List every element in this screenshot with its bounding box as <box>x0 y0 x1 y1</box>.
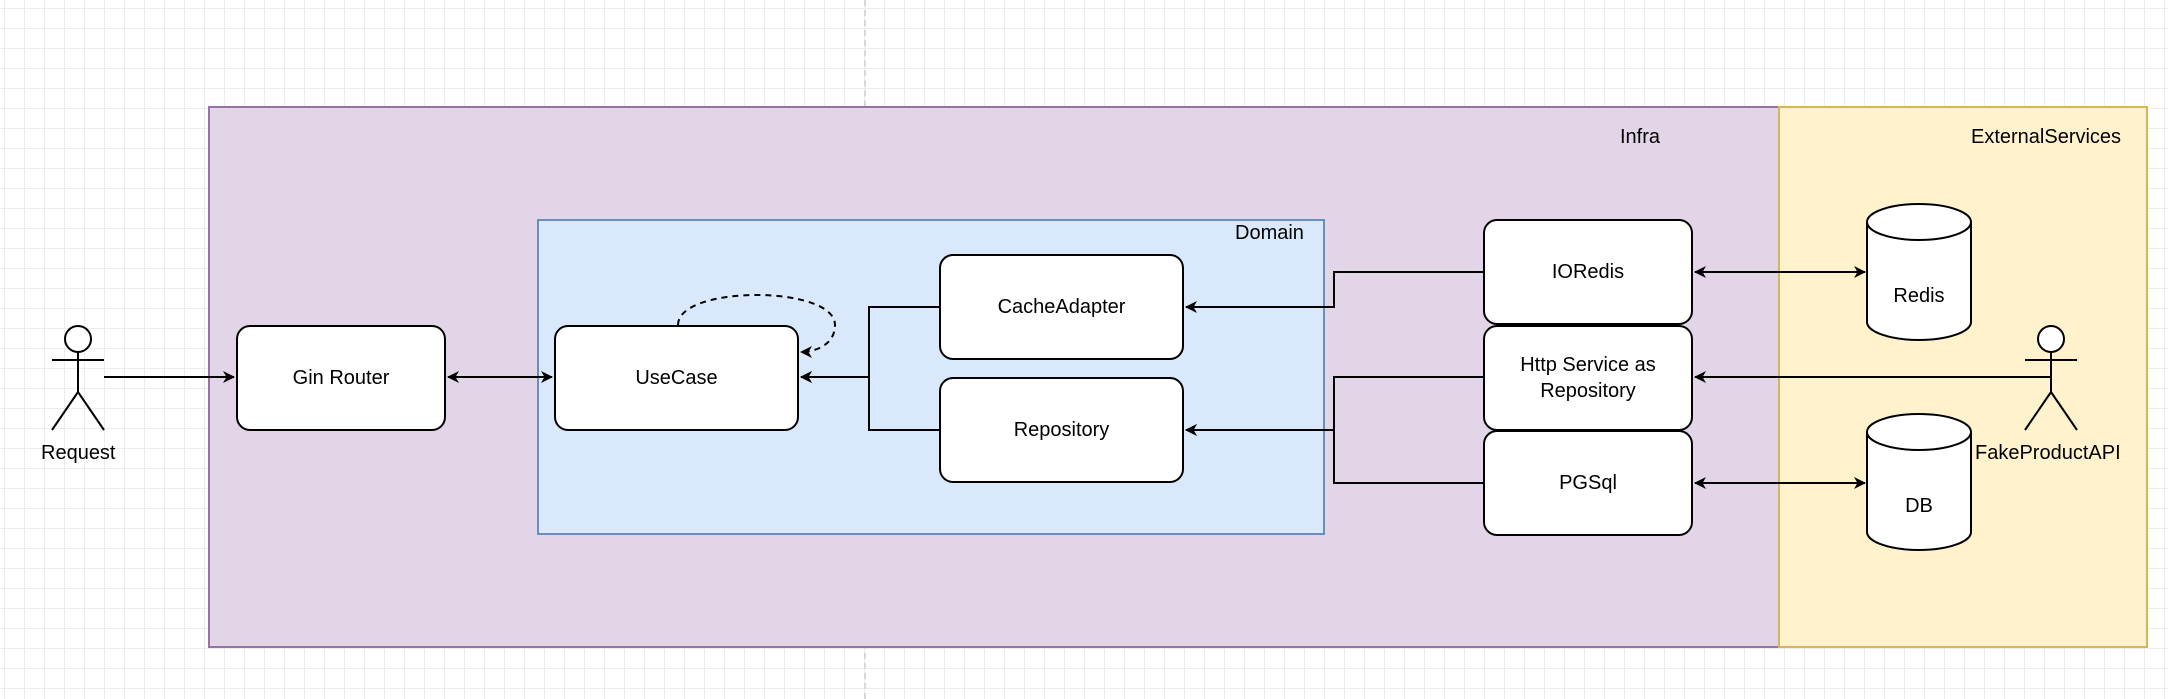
usecase-node[interactable]: UseCase <box>554 325 799 431</box>
gin-router-node[interactable]: Gin Router <box>236 325 446 431</box>
redis-label: Redis <box>1893 285 1945 307</box>
edge-pgsql-to-repository[interactable] <box>1185 424 1483 484</box>
db-label: DB <box>1905 495 1933 517</box>
edge-ioredis-to-cache-adapter[interactable] <box>1185 271 1483 313</box>
http-service-label: Http Service as Repository <box>1520 354 1656 402</box>
cache-adapter-node[interactable]: CacheAdapter <box>939 254 1184 360</box>
edge-http-service-to-repository[interactable] <box>1185 376 1483 436</box>
cache-adapter-label: CacheAdapter <box>997 296 1126 318</box>
fake-product-api-label: FakeProductAPI <box>1975 442 2121 464</box>
infra-label: Infra <box>1620 126 1661 148</box>
pgsql-label: PGSql <box>1559 472 1617 494</box>
redis-cylinder[interactable] <box>1866 203 1972 341</box>
ioredis-label: IORedis <box>1551 261 1625 283</box>
repository-node[interactable]: Repository <box>939 377 1184 483</box>
usecase-label: UseCase <box>635 367 718 389</box>
request-actor[interactable] <box>51 325 105 431</box>
edge-cache-adapter-to-usecase[interactable] <box>800 306 939 383</box>
edge-usecase-self-loop[interactable] <box>677 294 837 358</box>
ioredis-node[interactable]: IORedis <box>1483 219 1693 325</box>
edge-repository-to-usecase[interactable] <box>800 371 939 431</box>
gin-router-label: Gin Router <box>292 367 390 389</box>
request-actor-label: Request <box>41 442 116 464</box>
external-services-label: ExternalServices <box>1971 126 2122 148</box>
fake-product-api-actor[interactable] <box>2024 325 2078 431</box>
domain-label: Domain <box>1235 222 1304 244</box>
db-cylinder[interactable] <box>1866 413 1972 551</box>
pgsql-node[interactable]: PGSql <box>1483 430 1693 536</box>
repository-label: Repository <box>1013 419 1110 441</box>
